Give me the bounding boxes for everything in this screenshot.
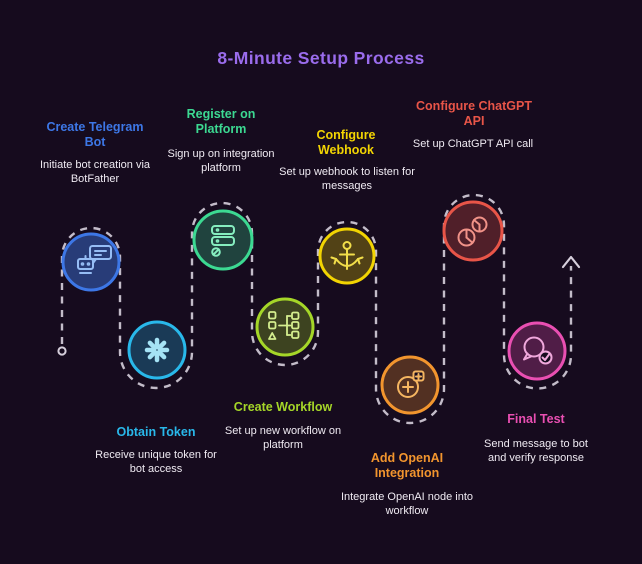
step-node-configure-webhook [318, 227, 376, 285]
step-circle [255, 297, 315, 357]
step-circle [192, 209, 254, 271]
step-circle [442, 200, 504, 262]
workflow-nodes-icon [268, 311, 300, 340]
server-stack-icon [211, 225, 235, 257]
step-node-final-test [507, 321, 567, 381]
path-start-dot-icon [57, 346, 67, 356]
step-title-register-on-platform: Register on Platform [186, 107, 256, 137]
step-desc-create-workflow: Set up new workflow on platform [224, 425, 342, 452]
step-desc-configure-webhook: Set up webhook to listen for messages [279, 166, 415, 193]
step-title-configure-chatgpt-api: Configure ChatGPT API [416, 99, 532, 129]
step-node-configure-chatgpt-api [442, 200, 504, 262]
step-node-add-openai-integration [380, 355, 440, 415]
step-circle [127, 320, 187, 380]
path-end-arrow-icon [561, 255, 581, 269]
step-node-obtain-token [127, 320, 187, 380]
step-title-create-workflow: Create Workflow [233, 400, 333, 414]
step-desc-obtain-token: Receive unique token for bot access [95, 449, 217, 476]
pie-api-icon [457, 216, 488, 247]
step-desc-add-openai-integration: Integrate OpenAI node into workflow [340, 491, 474, 518]
step-title-obtain-token: Obtain Token [116, 425, 196, 439]
step-title-create-telegram-bot: Create Telegram Bot [46, 120, 144, 150]
step-node-register-on-platform [192, 209, 254, 271]
step-title-final-test: Final Test [507, 412, 565, 426]
step-circle [61, 232, 121, 292]
step-node-create-telegram-bot [61, 232, 121, 292]
token-burst-icon [144, 337, 170, 363]
step-desc-register-on-platform: Sign up on integration platform [167, 148, 275, 175]
step-desc-configure-chatgpt-api: Set up ChatGPT API call [412, 138, 534, 150]
step-desc-create-telegram-bot: Initiate bot creation via BotFather [39, 159, 151, 186]
step-circle [380, 355, 440, 415]
step-circle [507, 321, 567, 381]
process-path [60, 193, 573, 425]
robot-chat-icon [77, 245, 112, 274]
step-desc-final-test: Send message to bot and verify response [484, 438, 588, 465]
page-title: 8-Minute Setup Process [217, 48, 425, 68]
step-title-configure-webhook: Configure Webhook [316, 128, 376, 158]
anchor-icon [330, 241, 364, 270]
step-node-create-workflow [255, 297, 315, 357]
add-node-icon [397, 370, 425, 398]
chat-check-icon [523, 336, 553, 365]
step-title-add-openai-integration: Add OpenAI Integration [370, 451, 444, 481]
